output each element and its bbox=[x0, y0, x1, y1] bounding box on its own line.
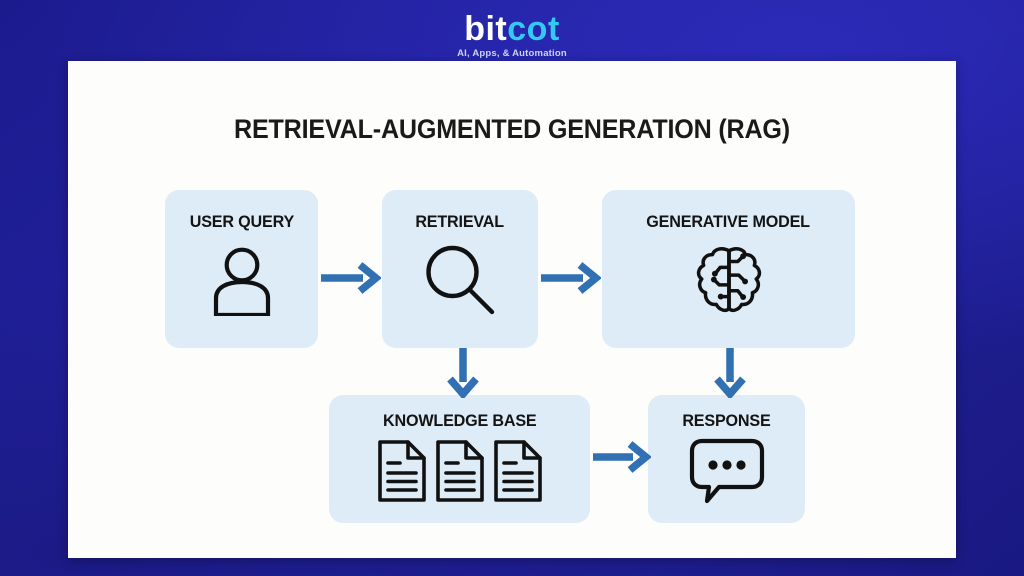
arrow-knowledge-base-to-response bbox=[593, 440, 652, 479]
node-label: RETRIEVAL bbox=[415, 212, 505, 231]
logo-word-cot: cot bbox=[507, 10, 560, 48]
bitcot-logo: bitcot AI, Apps, & Automation bbox=[0, 12, 1024, 59]
page-title: RETRIEVAL-AUGMENTED GENERATION (RAG) bbox=[234, 114, 790, 144]
node-knowledge-base[interactable]: KNOWLEDGE BASE bbox=[329, 395, 590, 523]
arrow-user-query-to-retrieval bbox=[321, 261, 382, 300]
person-icon bbox=[211, 246, 273, 316]
node-label: USER QUERY bbox=[189, 212, 294, 231]
document-icon-group bbox=[377, 439, 543, 503]
speech-bubble-icon bbox=[688, 437, 766, 505]
document-icon bbox=[493, 440, 542, 502]
arrow-retrieval-to-knowledge-base bbox=[446, 348, 480, 403]
logo-word-bit: bit bbox=[464, 10, 508, 48]
magnifying-glass-icon bbox=[422, 242, 498, 318]
node-retrieval[interactable]: RETRIEVAL bbox=[382, 190, 538, 348]
node-label: KNOWLEDGE BASE bbox=[382, 411, 537, 430]
node-label: RESPONSE bbox=[682, 411, 771, 430]
arrow-retrieval-to-generative-model bbox=[541, 261, 602, 300]
logo-wordmark: bitcot bbox=[0, 12, 1024, 46]
logo-tagline: AI, Apps, & Automation bbox=[457, 48, 567, 59]
node-user-query[interactable]: USER QUERY bbox=[165, 190, 318, 348]
brain-circuit-icon bbox=[690, 242, 768, 320]
arrow-generative-model-to-response bbox=[713, 348, 747, 403]
node-response[interactable]: RESPONSE bbox=[648, 395, 805, 523]
node-label: GENERATIVE MODEL bbox=[646, 212, 811, 231]
diagram-card: RETRIEVAL-AUGMENTED GENERATION (RAG) USE… bbox=[68, 61, 956, 558]
document-icon bbox=[435, 440, 484, 502]
node-generative-model[interactable]: GENERATIVE MODEL bbox=[602, 190, 855, 348]
document-icon bbox=[377, 440, 426, 502]
